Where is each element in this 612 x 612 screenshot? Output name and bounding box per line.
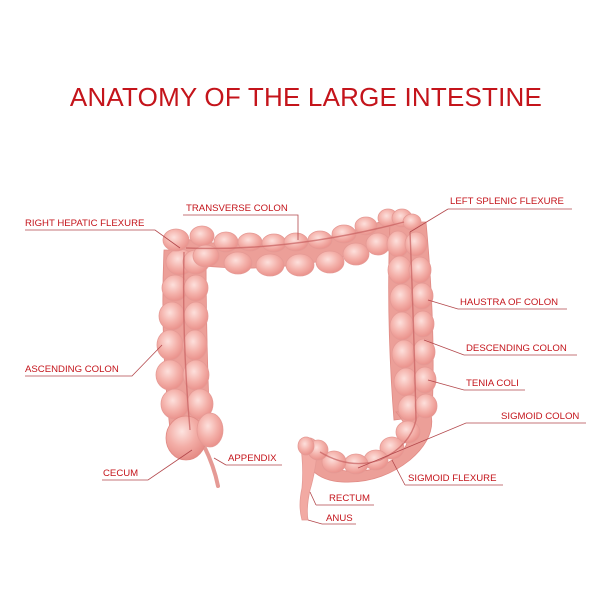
label-transverse-colon: TRANSVERSE COLON [186,203,288,214]
label-left-splenic-flexure: LEFT SPLENIC FLEXURE [450,196,564,207]
page-title: ANATOMY OF THE LARGE INTESTINE [69,82,543,112]
label-sigmoid-colon: SIGMOID COLON [501,411,579,422]
label-anus: ANUS [326,513,353,524]
label-tenia-coli: TENIA COLI [466,378,519,389]
label-sigmoid-flexure: SIGMOID FLEXURE [408,473,497,484]
colon-illustration [155,208,438,521]
descending-haustra [386,230,438,422]
appendix-shape [202,444,220,488]
label-appendix: APPENDIX [228,453,277,464]
label-descending-colon: DESCENDING COLON [466,343,567,354]
tenia-coli-band [182,221,417,465]
label-cecum: CECUM [103,468,138,479]
label-right-hepatic-flexure: RIGHT HEPATIC FLEXURE [25,218,144,229]
label-haustra-of-colon: HAUSTRA OF COLON [460,297,558,308]
transverse-haustra [162,208,422,277]
label-ascending-colon: ASCENDING COLON [25,364,119,375]
label-rectum: RECTUM [329,493,370,504]
leader-lines [25,208,586,525]
